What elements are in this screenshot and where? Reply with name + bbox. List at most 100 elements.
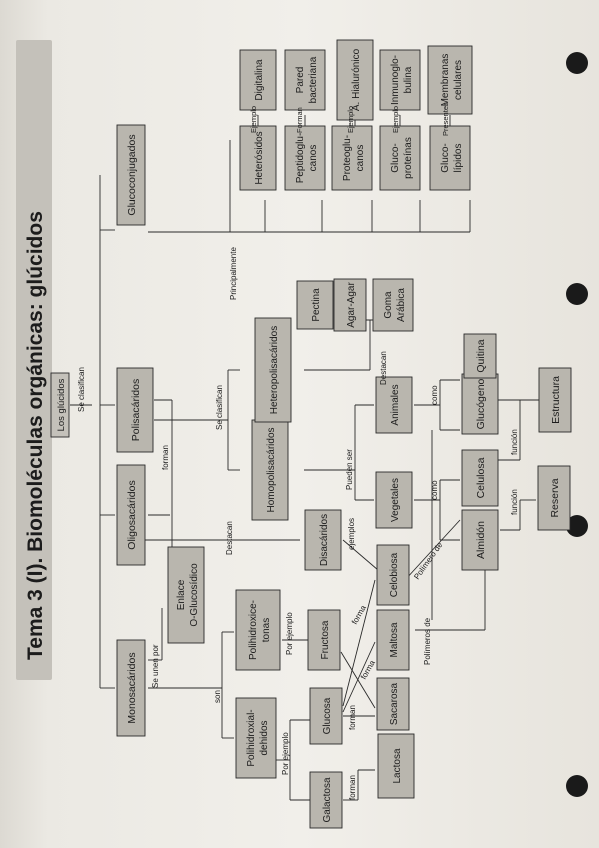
svg-text:Proteoglu-: Proteoglu- bbox=[342, 135, 353, 181]
binder-hole bbox=[566, 775, 588, 797]
node-quitina: Quitina bbox=[463, 333, 497, 379]
svg-text:Heterósidos: Heterósidos bbox=[254, 131, 265, 184]
svg-text:Oligosacáridos: Oligosacáridos bbox=[126, 480, 138, 549]
svg-text:Polihidroxice-: Polihidroxice- bbox=[248, 600, 259, 660]
svg-text:Glucoconjugados: Glucoconjugados bbox=[126, 134, 138, 215]
svg-text:Pectina: Pectina bbox=[311, 288, 322, 322]
label-ejemplo-proteoglucanos: Ejemplo bbox=[346, 106, 355, 133]
svg-text:Glucosa: Glucosa bbox=[322, 697, 333, 734]
svg-text:Goma: Goma bbox=[383, 291, 394, 319]
svg-text:Celobiosa: Celobiosa bbox=[389, 552, 400, 597]
svg-text:Agar-Agar: Agar-Agar bbox=[346, 282, 357, 328]
node-monosacaridos: Monosacáridos bbox=[116, 639, 146, 737]
node-maltosa: Maltosa bbox=[376, 609, 410, 671]
label-destacan: Destacan bbox=[225, 521, 234, 555]
label-por-ejemplo: Por ejemplo bbox=[281, 732, 290, 775]
svg-text:Sacarosa: Sacarosa bbox=[389, 682, 400, 725]
label-son: son bbox=[213, 690, 222, 703]
svg-text:Digitalina: Digitalina bbox=[254, 59, 265, 101]
svg-text:Lactosa: Lactosa bbox=[392, 748, 403, 783]
node-glucoconjugados: Glucoconjugados bbox=[116, 124, 146, 226]
binder-hole bbox=[566, 515, 588, 537]
binder-hole bbox=[566, 52, 588, 74]
label-como-animales: como bbox=[430, 385, 439, 405]
label-presentes: Presentes bbox=[441, 102, 450, 136]
node-pared-bacteriana: Pared bacteriana bbox=[284, 49, 326, 111]
label-como-vegetales: como bbox=[430, 480, 439, 500]
label-forman-lactosa: forman bbox=[348, 775, 357, 800]
svg-text:Membranas: Membranas bbox=[440, 54, 451, 107]
label-ejemplos: ejemplos bbox=[347, 518, 356, 550]
node-reserva: Reserva bbox=[537, 465, 571, 531]
svg-text:canos: canos bbox=[308, 145, 319, 172]
label-forma-maltosa: forma bbox=[359, 658, 377, 681]
node-root: Los glúcidos bbox=[50, 372, 70, 438]
node-fructosa: Fructosa bbox=[307, 609, 341, 671]
svg-text:Los glúcidos: Los glúcidos bbox=[56, 378, 67, 431]
label-ejemplo-heterosidos: Ejemplo bbox=[249, 106, 258, 133]
label-forman-sacarosa: forman bbox=[348, 705, 357, 730]
svg-text:Gluco-: Gluco- bbox=[440, 143, 451, 172]
node-animales: Animales bbox=[375, 376, 413, 434]
svg-text:canos: canos bbox=[355, 145, 366, 172]
node-celobiosa: Celobiosa bbox=[376, 544, 410, 606]
node-vegetales: Vegetales bbox=[375, 471, 413, 529]
node-peptidoglucanos: Peptidoglu- canos bbox=[284, 125, 326, 191]
node-almidon: Almidón bbox=[461, 509, 499, 571]
node-disacaridos: Disacáridos bbox=[304, 509, 342, 571]
label-forma-celobiosa: forma bbox=[350, 603, 368, 626]
node-polihidroxicetonas: Polihidroxice- tonas bbox=[235, 589, 281, 671]
svg-text:Almidón: Almidón bbox=[475, 521, 487, 559]
svg-text:Pared: Pared bbox=[295, 67, 306, 94]
svg-text:A. Hialurónico: A. Hialurónico bbox=[351, 48, 362, 111]
svg-text:Polihidroxial-: Polihidroxial- bbox=[246, 709, 257, 766]
svg-text:bacteriana: bacteriana bbox=[308, 56, 319, 103]
svg-text:Gluco-: Gluco- bbox=[390, 143, 401, 172]
node-glucoproteinas: Gluco- proteínas bbox=[379, 125, 421, 191]
label-polimeros-de: Polímeros de bbox=[423, 617, 432, 665]
svg-text:Enlace: Enlace bbox=[176, 579, 187, 610]
label-se-clasifican: Se clasifican bbox=[77, 367, 86, 412]
label-ejemplo-glucoproteinas: Ejemplo bbox=[391, 106, 400, 133]
label-polimero-de: Polímero de bbox=[412, 540, 444, 581]
svg-text:dehidos: dehidos bbox=[259, 720, 270, 755]
node-heteropolisacaridos: Heteropolisacáridos bbox=[254, 317, 292, 423]
svg-text:Glucógeno: Glucógeno bbox=[475, 378, 487, 429]
node-proteoglucanos: Proteoglu- canos bbox=[331, 125, 373, 191]
label-se-unen-por: Se unen por bbox=[151, 644, 160, 688]
svg-text:O-Glucosídico: O-Glucosídico bbox=[189, 563, 200, 627]
svg-text:Polisacáridos: Polisacáridos bbox=[130, 379, 142, 441]
svg-text:Reserva: Reserva bbox=[549, 478, 561, 517]
svg-text:Inmunoglo-: Inmunoglo- bbox=[390, 55, 401, 105]
node-inmunoglobulina: Inmunoglo- bulina bbox=[379, 49, 421, 111]
page-title: Tema 3 (I). Biomoléculas orgánicas: glúc… bbox=[16, 40, 52, 680]
label-se-clasifican-poli: Se clasifican bbox=[215, 385, 224, 430]
node-acido-hialuronico: A. Hialurónico bbox=[336, 39, 374, 121]
node-celulosa: Celulosa bbox=[461, 449, 499, 507]
svg-text:Galactosa: Galactosa bbox=[322, 777, 333, 822]
svg-text:proteínas: proteínas bbox=[403, 137, 414, 179]
binder-hole bbox=[566, 283, 588, 305]
svg-text:Peptidoglu-: Peptidoglu- bbox=[295, 133, 306, 184]
label-forman: forman bbox=[161, 445, 170, 470]
svg-text:Vegetales: Vegetales bbox=[390, 478, 401, 522]
svg-text:bulina: bulina bbox=[403, 66, 414, 93]
node-enlace-o-glucosidico: Enlace O-Glucosídico bbox=[167, 546, 205, 644]
node-goma-arabica: Goma Arábica bbox=[372, 278, 414, 332]
svg-text:Quitina: Quitina bbox=[475, 339, 487, 372]
svg-text:Fructosa: Fructosa bbox=[320, 620, 331, 659]
node-oligosacaridos: Oligosacáridos bbox=[116, 464, 146, 566]
node-heterosidos: Heterósidos bbox=[239, 125, 277, 191]
svg-text:Maltosa: Maltosa bbox=[389, 622, 400, 657]
svg-text:Disacáridos: Disacáridos bbox=[319, 514, 330, 566]
node-polisacaridos: Polisacáridos bbox=[116, 367, 154, 453]
node-lactosa: Lactosa bbox=[377, 733, 415, 799]
svg-text:Animales: Animales bbox=[390, 384, 401, 425]
svg-text:Celulosa: Celulosa bbox=[475, 457, 487, 498]
node-glucosa: Glucosa bbox=[309, 687, 343, 745]
svg-text:Estructura: Estructura bbox=[550, 376, 562, 424]
node-pectina: Pectina bbox=[296, 280, 334, 330]
svg-text:tonas: tonas bbox=[261, 618, 272, 642]
node-estructura: Estructura bbox=[538, 367, 572, 433]
